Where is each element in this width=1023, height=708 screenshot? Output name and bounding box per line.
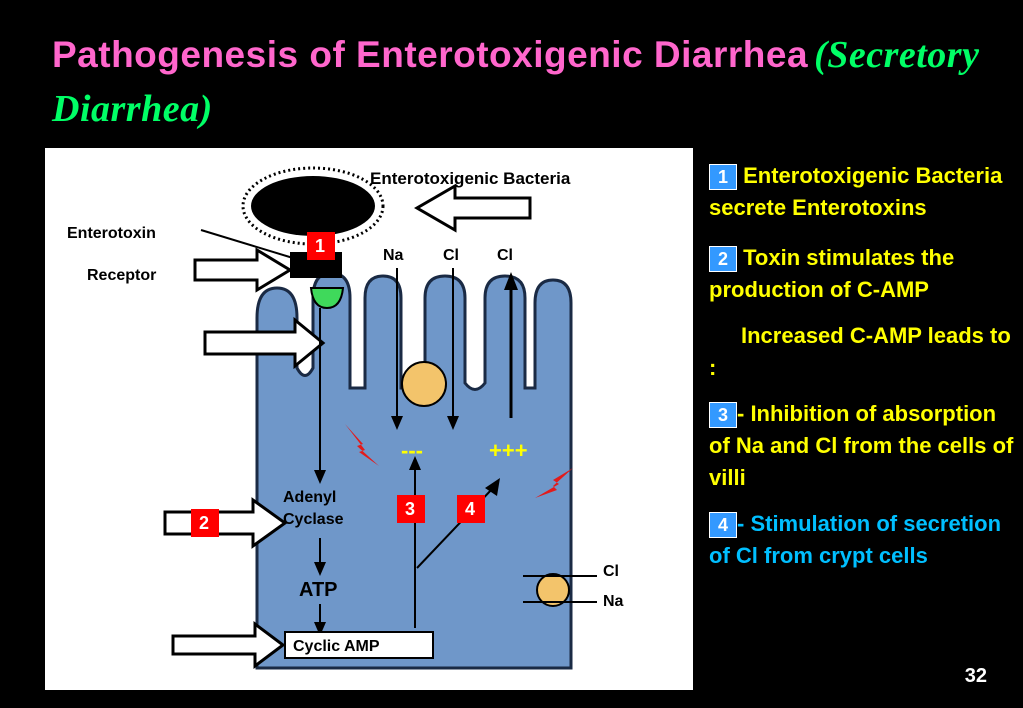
receptor-label: Receptor [87, 267, 156, 284]
step-2-text: Toxin stimulates the production of C-AMP [709, 245, 955, 302]
adenyl-label: Adenyl [283, 489, 336, 506]
camp-box [284, 631, 434, 659]
na-top-label: Na [383, 247, 404, 264]
title-main: Pathogenesis of Enterotoxigenic Diarrhea [52, 34, 809, 75]
step-3: 3- Inhibition of absorption of Na and Cl… [709, 398, 1015, 494]
svg-text:2: 2 [199, 513, 209, 533]
enterotoxin-pointer [200, 229, 294, 259]
step-2-badge: 2 [709, 246, 737, 272]
pump-circle [401, 361, 447, 407]
enterotoxin-label: Enterotoxin [67, 225, 156, 242]
step-1-text: Enterotoxigenic Bacteria secrete Enterot… [709, 163, 1003, 220]
receptor-arrow [193, 247, 293, 293]
step-1: 1 Enterotoxigenic Bacteria secrete Enter… [709, 160, 1015, 224]
receptor-icon [309, 287, 345, 310]
bacteria-arrow [414, 183, 532, 233]
lightning-left-icon [345, 424, 379, 466]
step-4-badge: 4 [709, 512, 737, 538]
step-1-badge: 1 [709, 164, 737, 190]
na-side-label: Na [603, 593, 624, 610]
marker-1: 1 [307, 232, 335, 260]
bacteria-label: Enterotoxigenic Bacteria [370, 169, 571, 188]
side-pump [536, 573, 570, 607]
svg-text:3: 3 [405, 499, 415, 519]
plus-charge: +++ [489, 438, 528, 463]
cl-side-label: Cl [603, 563, 619, 580]
camp-arrow [171, 621, 286, 669]
cl-top1-label: Cl [443, 247, 459, 264]
step-4: 4- Stimulation of secretion of Cl from c… [709, 508, 1015, 572]
step-4-text: - Stimulation of secretion of Cl from cr… [709, 511, 1002, 568]
marker-2: 2 [191, 509, 219, 537]
cyclase-label: Cyclase [283, 511, 344, 528]
svg-text:4: 4 [465, 499, 475, 519]
atp-label: ATP [299, 579, 338, 601]
diagram-svg: Enterotoxigenic Bacteria Enterotoxin Rec… [67, 166, 624, 670]
title-subtitle: (Secretory Diarrhea) [52, 34, 980, 130]
slide-title: Pathogenesis of Enterotoxigenic Diarrhea… [52, 28, 1023, 136]
cyclase-arrow [163, 497, 288, 549]
marker-3: 3 [397, 495, 425, 523]
minus-charge: --- [401, 438, 423, 463]
marker-4: 4 [457, 495, 485, 523]
cl-top2-label: Cl [497, 247, 513, 264]
svg-text:1: 1 [315, 236, 325, 256]
step-2b: Increased C-AMP leads to : [709, 320, 1015, 384]
step-2: 2 Toxin stimulates the production of C-A… [709, 242, 1015, 306]
lightning-right-icon [535, 468, 573, 498]
camp-label: Cyclic AMP [293, 638, 380, 655]
page-number: 32 [964, 665, 987, 687]
cell-arrow [203, 316, 326, 370]
steps-panel: 1 Enterotoxigenic Bacteria secrete Enter… [709, 160, 1015, 572]
step-3-text: - Inhibition of absorption of Na and Cl … [709, 401, 1014, 490]
step-2b-text: Increased C-AMP leads to : [709, 323, 1011, 380]
pathogenesis-diagram: Enterotoxigenic Bacteria Enterotoxin Rec… [45, 148, 693, 690]
step-3-badge: 3 [709, 402, 737, 428]
